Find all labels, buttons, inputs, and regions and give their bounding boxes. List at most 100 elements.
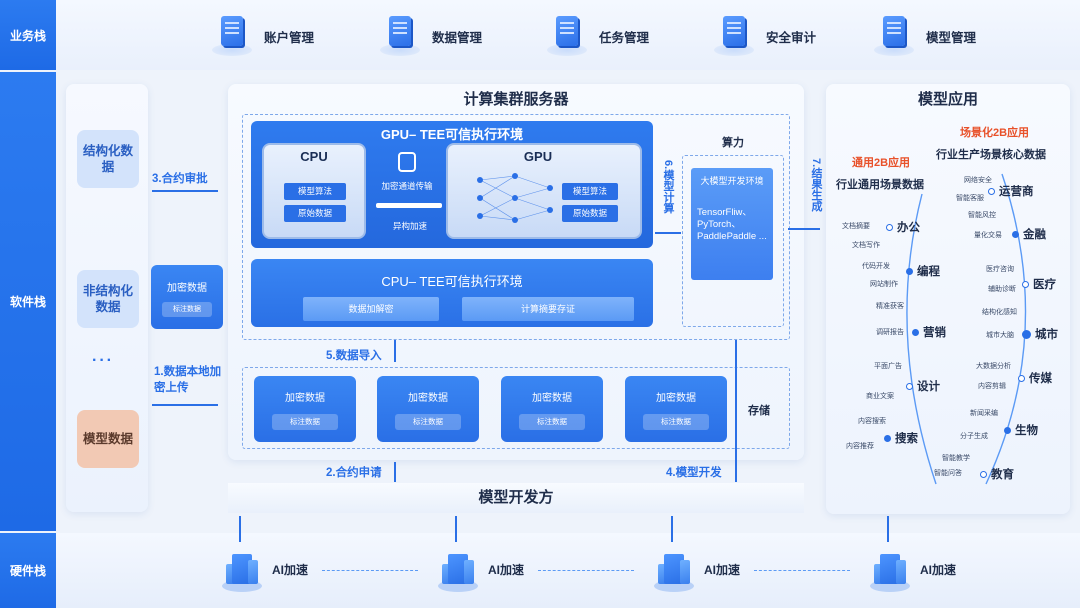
storage-dashed-zone bbox=[242, 367, 790, 449]
llm-dev-environment: 大模型开发环境 TensorFliw、PyTorch、PaddlePaddle … bbox=[691, 168, 773, 280]
arrow-data-import bbox=[394, 340, 396, 362]
cpu-raw-data-tag: 原始数据 bbox=[284, 205, 346, 222]
cat-finance: 金融 bbox=[1012, 226, 1046, 242]
arrow-model-compute bbox=[655, 232, 681, 234]
general-2b-label: 通用2B应用 bbox=[852, 157, 911, 169]
hetero-accel-label: 异构加速 bbox=[392, 221, 427, 231]
biz-item-model: 模型管理 bbox=[872, 12, 976, 60]
storage-label: 存储 bbox=[748, 405, 770, 417]
cat-medical: 医疗 bbox=[1022, 276, 1056, 292]
sub-structured-sense: 结构化感知 bbox=[982, 309, 1017, 316]
sub-print-ad: 平面广告 bbox=[874, 363, 902, 370]
flow-label-5: 5.数据导入 bbox=[326, 350, 382, 362]
compute-dashed-zone bbox=[242, 114, 790, 340]
sub-smart-service: 智能客服 bbox=[956, 195, 984, 202]
sub-quant-trading: 量化交易 bbox=[974, 232, 1002, 239]
arrow-approval bbox=[152, 190, 218, 192]
hw-dash-2 bbox=[538, 570, 634, 571]
hw-ai-accel-3: AI加速 bbox=[654, 541, 740, 597]
cat-city: 城市 bbox=[1022, 326, 1058, 342]
document-icon bbox=[210, 14, 254, 58]
folder-gear-icon bbox=[872, 14, 916, 58]
arrow-upload bbox=[152, 404, 218, 406]
arrow-model-dev bbox=[735, 340, 737, 482]
stack-label-business: 业务栈 bbox=[0, 0, 56, 70]
hw-link-4 bbox=[887, 516, 889, 542]
cat-marketing: 营销 bbox=[912, 324, 946, 340]
server-icon bbox=[438, 546, 478, 592]
sub-content-search: 内容搜索 bbox=[858, 418, 886, 425]
data-encrypt-decrypt-tag: 数据加解密 bbox=[303, 297, 439, 321]
sub-doc-summary: 文档摘要 bbox=[842, 223, 870, 230]
sub-business-copy: 商业文案 bbox=[866, 393, 894, 400]
structured-data-card: 结构化数据 bbox=[77, 130, 139, 188]
sub-city-brain: 城市大脑 bbox=[986, 332, 1014, 339]
ellipsis: ··· bbox=[92, 352, 114, 369]
cpu-model-algo-tag: 模型算法 bbox=[284, 183, 346, 200]
hw-dash-3 bbox=[754, 570, 850, 571]
cat-media: 传媒 bbox=[1018, 370, 1052, 386]
gpu-model-algo-tag: 模型算法 bbox=[562, 183, 618, 200]
channel-arrow bbox=[376, 203, 442, 208]
sub-medical-consult: 医疗咨询 bbox=[986, 266, 1014, 273]
cat-programming: 编程 bbox=[906, 263, 940, 279]
model-application-panel bbox=[826, 84, 1070, 514]
sub-network-security: 网络安全 bbox=[964, 177, 992, 184]
server-icon bbox=[870, 546, 910, 592]
developer-bar: 模型开发方 bbox=[228, 483, 804, 513]
cat-office: 办公 bbox=[886, 219, 920, 235]
flow-label-1: 1.数据本地加密上传 bbox=[154, 366, 222, 394]
cat-biology: 生物 bbox=[1004, 422, 1038, 438]
compute-dashed-box bbox=[682, 155, 784, 327]
flow-label-6: 6.模型计算 bbox=[662, 160, 674, 214]
encrypted-channel-label: 加密通道传输 bbox=[381, 181, 433, 191]
unstructured-data-card: 非结构化数据 bbox=[77, 270, 139, 328]
flow-label-4: 4.模型开发 bbox=[666, 467, 722, 479]
cluster-title: 计算集群服务器 bbox=[463, 91, 569, 108]
storage-card-2: 加密数据标注数据 bbox=[377, 376, 479, 442]
storage-card-1: 加密数据标注数据 bbox=[254, 376, 356, 442]
app-title: 模型应用 bbox=[917, 91, 978, 108]
biz-item-data: 数据管理 bbox=[378, 12, 482, 60]
cat-search: 搜索 bbox=[884, 430, 918, 446]
sub-big-data: 大数据分析 bbox=[976, 363, 1011, 370]
model-data-card: 模型数据 bbox=[77, 410, 139, 468]
sub-aux-diagnosis: 辅助诊断 bbox=[988, 286, 1016, 293]
sub-content-recommend: 内容推荐 bbox=[846, 443, 874, 450]
calc-digest-tag: 计算摘要存证 bbox=[462, 297, 634, 321]
neural-network-graphic bbox=[477, 173, 553, 223]
sub-research-report: 调研报告 bbox=[876, 329, 904, 336]
hw-link-1 bbox=[239, 516, 241, 542]
arrow-contract-apply bbox=[394, 462, 396, 482]
encrypted-data-mini: 加密数据 标注数据 bbox=[151, 265, 223, 329]
hw-ai-accel-4: AI加速 bbox=[870, 541, 956, 597]
cat-operator: 运营商 bbox=[988, 183, 1034, 199]
server-icon bbox=[222, 546, 262, 592]
biz-item-account: 账户管理 bbox=[210, 12, 314, 60]
industry-core-label: 行业生产场景核心数据 bbox=[936, 149, 1046, 161]
gpu-raw-data-tag: 原始数据 bbox=[562, 205, 618, 222]
biz-item-task: 任务管理 bbox=[545, 12, 649, 60]
sub-doc-writing: 文档写作 bbox=[852, 242, 880, 249]
flow-label-3: 3.合约审批 bbox=[152, 173, 208, 185]
cat-education: 教育 bbox=[980, 466, 1014, 482]
storage-card-4: 加密数据标注数据 bbox=[625, 376, 727, 442]
sub-content-edit: 内容剪辑 bbox=[978, 383, 1006, 390]
sub-news-editing: 新闻采编 bbox=[970, 410, 998, 417]
sub-smart-risk: 智能风控 bbox=[968, 212, 996, 219]
sub-web-build: 网站制作 bbox=[870, 281, 898, 288]
sub-precise-acq: 精准获客 bbox=[876, 303, 904, 310]
hw-dash-1 bbox=[322, 570, 418, 571]
lock-icon bbox=[398, 152, 416, 172]
sub-smart-teaching: 智能教学 bbox=[942, 455, 970, 462]
hw-link-2 bbox=[455, 516, 457, 542]
stack-label-software: 软件栈 bbox=[0, 72, 56, 531]
sub-code-dev: 代码开发 bbox=[862, 263, 890, 270]
cat-design: 设计 bbox=[906, 378, 940, 394]
sub-smart-qa: 智能问答 bbox=[934, 470, 962, 477]
stack-label-hardware: 硬件栈 bbox=[0, 533, 56, 608]
flow-label-7: 7.结果生成 bbox=[810, 158, 822, 212]
database-icon bbox=[378, 14, 422, 58]
biz-item-audit: 安全审计 bbox=[712, 12, 816, 60]
server-icon bbox=[654, 546, 694, 592]
